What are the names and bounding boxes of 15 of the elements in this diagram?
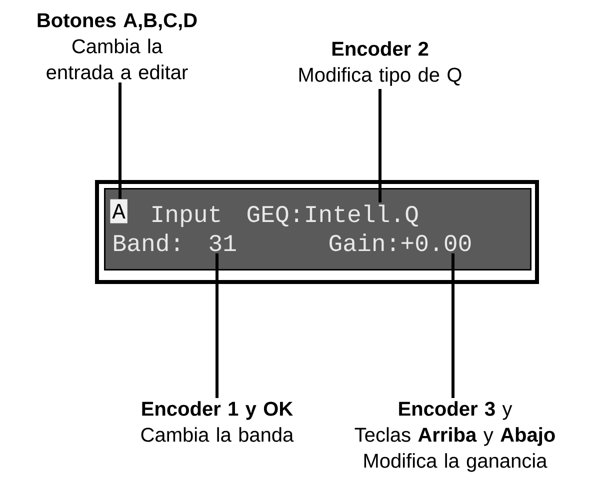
leader-line [452, 253, 454, 398]
callout-text: Botones A,B,C,D Cambia la entrada a editar [38, 13, 197, 80]
display-text: Band: [114, 234, 178, 252]
callout-text: Encoder 2 Modifica tipo de Q [299, 41, 462, 86]
leader-line [118, 82, 122, 199]
cursor-highlight: A [110, 199, 128, 224]
display-text: 31 [210, 234, 236, 252]
leader-line [216, 253, 218, 398]
display-text: Gain:+0.00 [330, 234, 471, 252]
display-text: GEQ:Intell.Q [248, 204, 418, 227]
callout-text: Encoder 1 y OK Cambia la banda [141, 401, 294, 442]
lcd-display [95, 180, 539, 284]
leader-line [378, 89, 382, 202]
display-text: Input [152, 206, 220, 227]
callout-text: Encoder 3 y Teclas Arriba y Abajo Modifica la ganancia [354, 401, 555, 472]
